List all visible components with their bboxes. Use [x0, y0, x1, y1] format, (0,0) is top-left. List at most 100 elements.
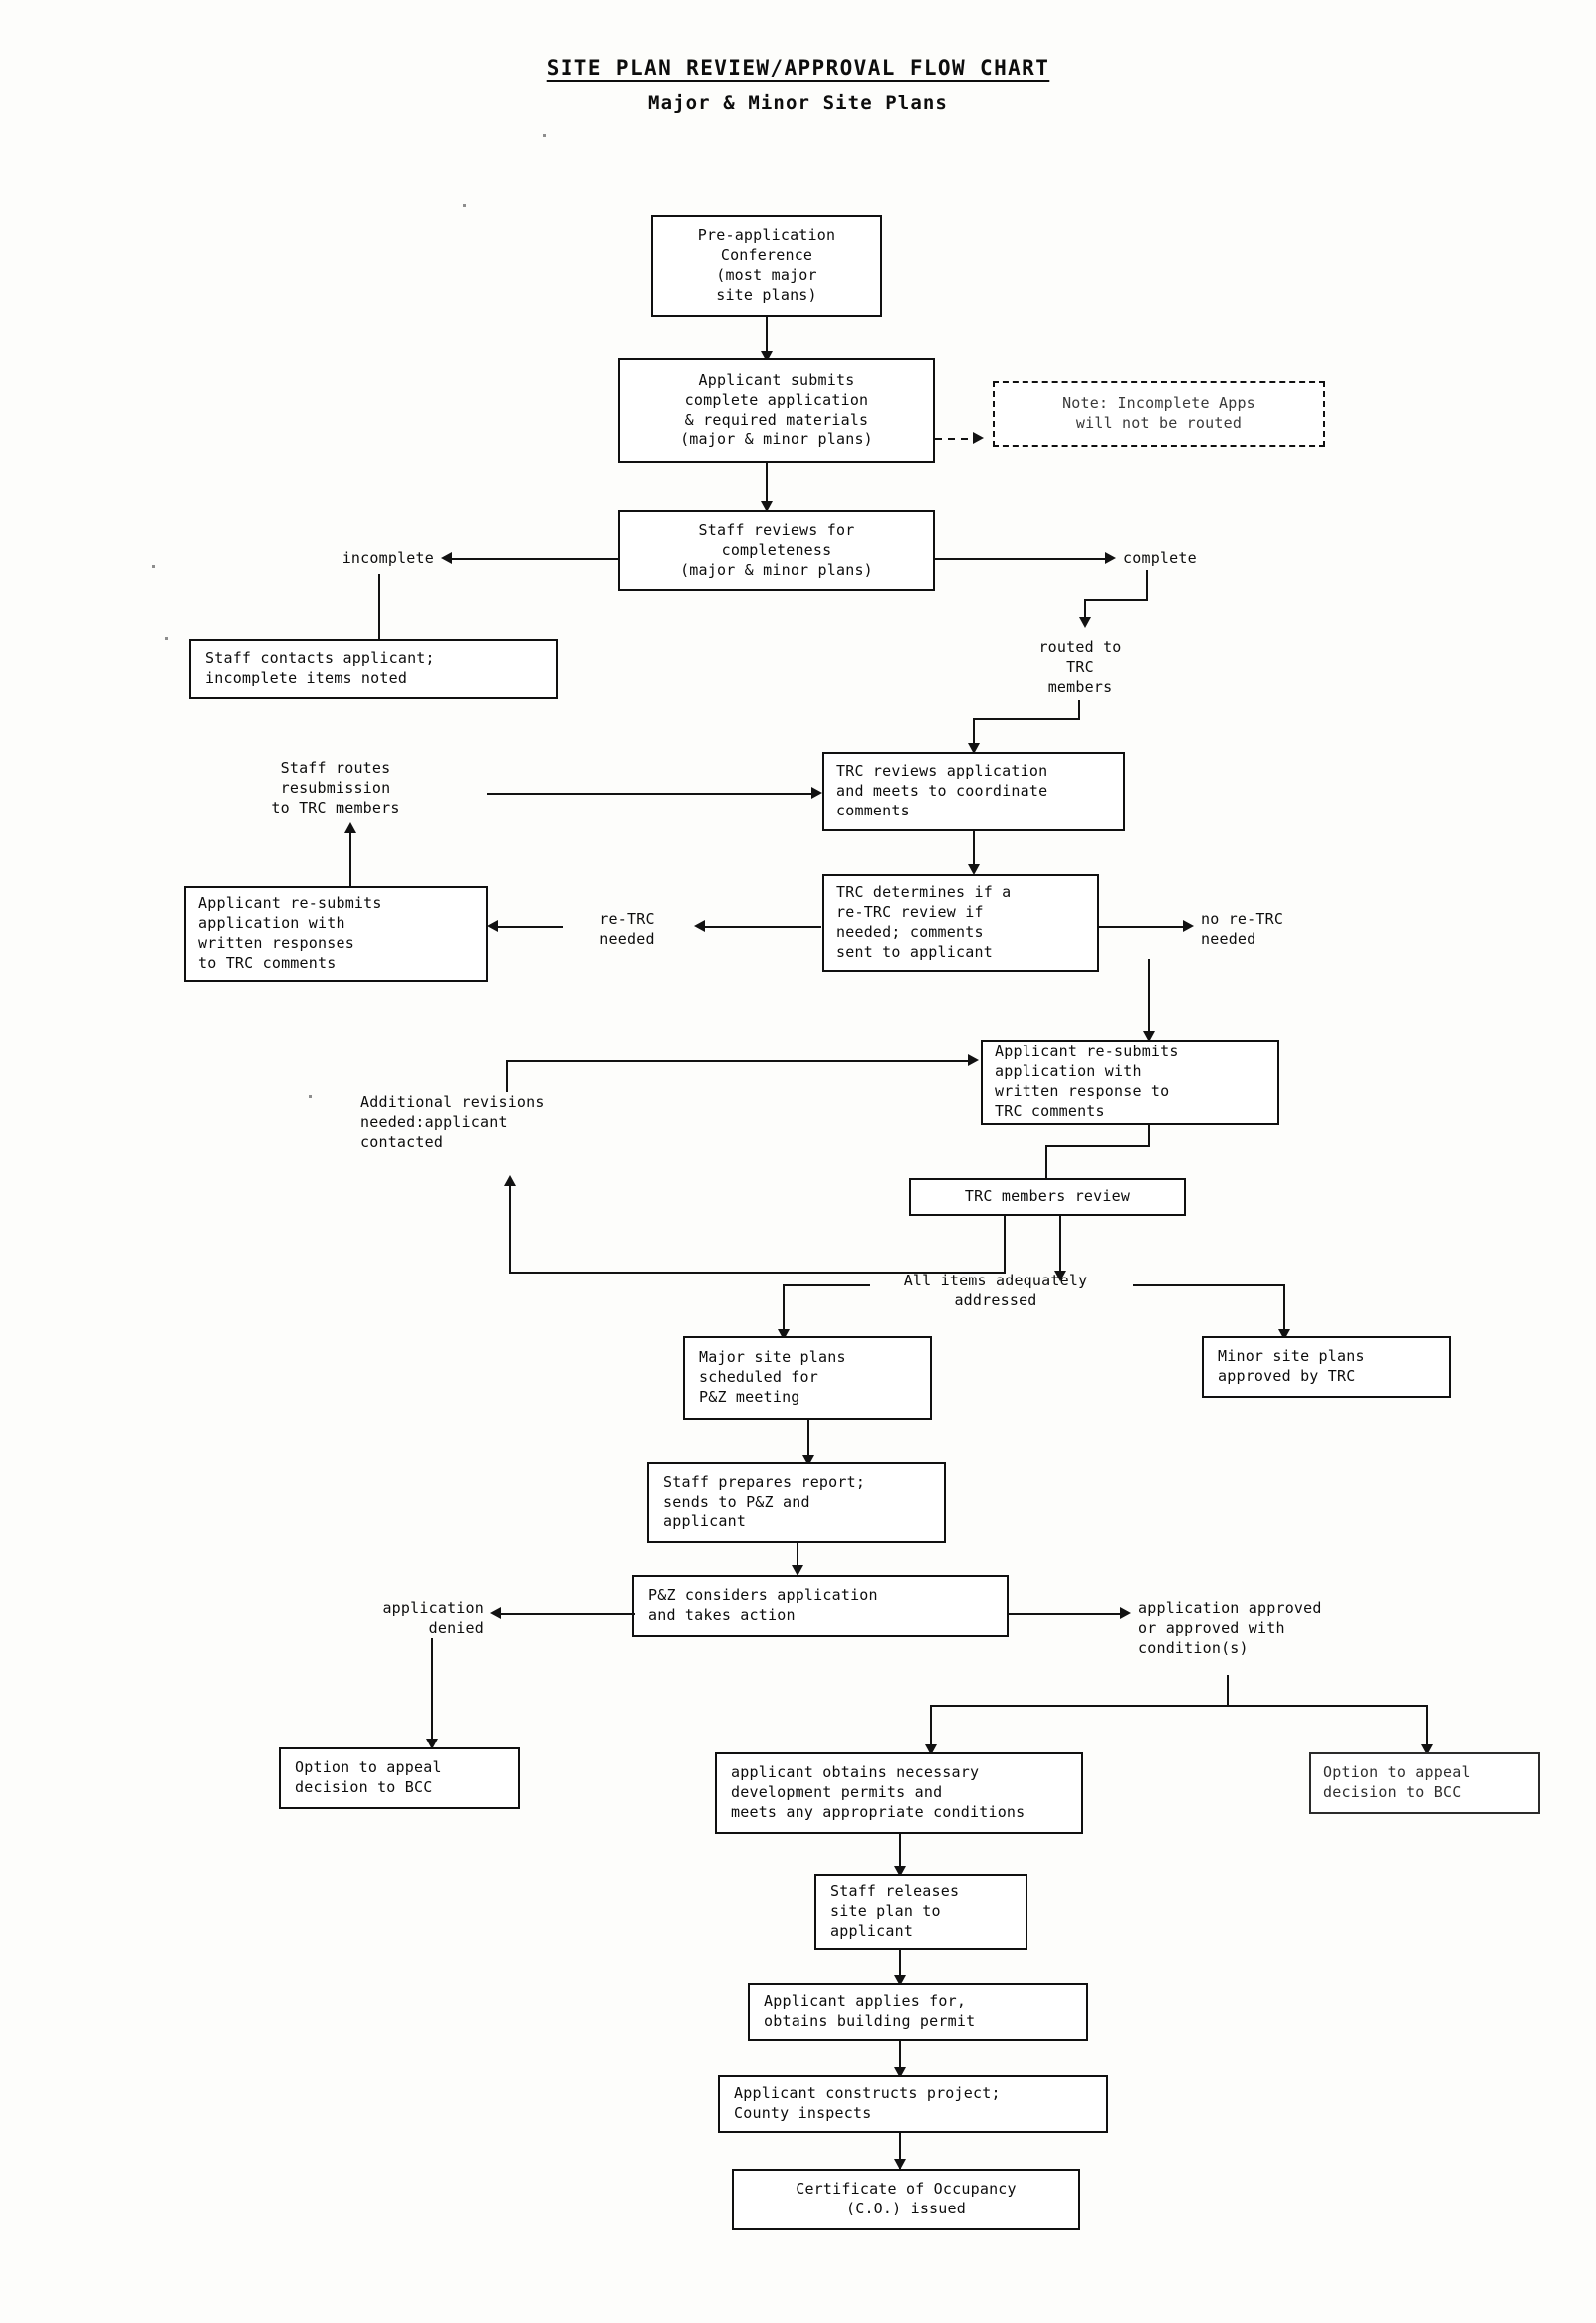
- node-applicant-submits: Applicant submits complete application &…: [618, 358, 935, 463]
- arrowhead-down: [1143, 1031, 1155, 1042]
- arrowhead-down: [792, 1565, 803, 1576]
- arrowhead-down: [894, 1975, 906, 1986]
- arrowhead-down: [1421, 1744, 1433, 1755]
- scan-speck: [309, 1095, 312, 1098]
- arrowhead-up: [344, 822, 356, 833]
- edge-label-additional-revisions: Additional revisions needed:applicant co…: [360, 1093, 545, 1151]
- node-applicant-obtains-permits: applicant obtains necessary development …: [715, 1752, 1083, 1834]
- connector-trc-review-to-all-items: [1059, 1216, 1061, 1278]
- node-trc-members-review: TRC members review: [909, 1178, 1186, 1216]
- connector-additional-rev-to-resubmit: [506, 1060, 974, 1062]
- scan-speck: [165, 637, 168, 640]
- arrowhead-down: [925, 1744, 937, 1755]
- node-certificate-of-occupancy: Certificate of Occupancy (C.O.) issued: [732, 2169, 1080, 2230]
- arrowhead-down: [426, 1739, 438, 1749]
- connector-trc-review-loop-up: [509, 1181, 511, 1273]
- connector-permits-to-staff-releases: [899, 1834, 901, 1874]
- scan-speck: [463, 204, 466, 207]
- connector-permit-to-constructs: [899, 2041, 901, 2075]
- connector-staff-review-to-incomplete: [450, 558, 619, 560]
- scan-speck: [543, 134, 546, 137]
- arrowhead-left: [694, 920, 705, 932]
- edge-label-incomplete: incomplete: [342, 549, 434, 567]
- connector-resubmit-to-staff-routes: [349, 828, 351, 886]
- arrowhead-down: [802, 1455, 814, 1466]
- connector-to-major-site-plans: [783, 1284, 785, 1336]
- connector-staff-review-to-complete: [935, 558, 1110, 560]
- node-pz-considers-application: P&Z considers application and takes acti…: [632, 1575, 1009, 1637]
- connector-into-trc-reviews: [973, 718, 975, 752]
- connector-incomplete-down: [378, 574, 380, 659]
- connector-resubmit-elbow: [1045, 1145, 1150, 1147]
- connector-denied-down: [431, 1638, 433, 1745]
- connector-major-to-staff-report: [807, 1420, 809, 1462]
- connector-complete-elbow: [1084, 599, 1148, 601]
- arrowhead-right: [811, 787, 822, 799]
- page-title: SITE PLAN REVIEW/APPROVAL FLOW CHART: [546, 56, 1050, 80]
- arrowhead-down: [968, 743, 980, 754]
- node-option-to-appeal-right: Option to appeal decision to BCC: [1309, 1752, 1540, 1814]
- node-staff-reviews-completeness: Staff reviews for completeness (major & …: [618, 510, 935, 591]
- node-applicant-resubmits-right: Applicant re-submits application with wr…: [981, 1040, 1279, 1125]
- connector-resubmit-down: [1148, 1125, 1150, 1147]
- arrowhead-down: [894, 2159, 906, 2170]
- arrowhead-right: [973, 432, 984, 444]
- connector-pz-to-approved: [1009, 1613, 1126, 1615]
- connector-submits-to-note: [935, 438, 977, 440]
- connector-staff-routes-to-trc: [487, 793, 815, 795]
- edge-label-routed-to-trc: routed to TRC members: [1038, 638, 1122, 696]
- edge-label-application-denied: application denied: [382, 1599, 484, 1637]
- page-subtitle: Major & Minor Site Plans: [648, 92, 948, 114]
- node-minor-site-plans-approved: Minor site plans approved by TRC: [1202, 1336, 1451, 1398]
- connector-trc-review-loop-down: [1004, 1216, 1006, 1274]
- node-trc-determines-re-review: TRC determines if a re-TRC review if nee…: [822, 874, 1099, 972]
- arrowhead-right: [1120, 1607, 1131, 1619]
- arrowhead-left: [490, 1607, 501, 1619]
- edge-label-re-trc-needed: re-TRC needed: [599, 910, 655, 948]
- connector-staff-report-to-pz: [797, 1543, 798, 1573]
- connector-trc-review-loop-left: [509, 1272, 1006, 1274]
- arrowhead-down: [1079, 617, 1091, 628]
- connector-approved-split-bar: [930, 1705, 1428, 1707]
- connector-additional-rev-stub-top: [506, 1060, 508, 1092]
- connector-routed-down: [1084, 599, 1086, 623]
- arrowhead-down: [761, 351, 773, 362]
- arrowhead-down: [1278, 1329, 1290, 1340]
- node-major-site-plans-scheduled: Major site plans scheduled for P&Z meeti…: [683, 1336, 932, 1420]
- arrowhead-up: [504, 1175, 516, 1186]
- node-trc-reviews-application: TRC reviews application and meets to coo…: [822, 752, 1125, 831]
- arrowhead-down: [894, 1866, 906, 1877]
- connector-staff-releases-to-permit: [899, 1950, 901, 1983]
- connector-routed-stub: [1078, 700, 1080, 720]
- edge-label-complete: complete: [1123, 549, 1197, 567]
- connector-trc-reviews-to-determines: [973, 831, 975, 871]
- arrowhead-right: [1105, 552, 1116, 564]
- node-option-to-appeal-left: Option to appeal decision to BCC: [279, 1747, 520, 1809]
- connector-split-to-permits: [930, 1705, 932, 1752]
- node-note-incomplete-apps: Note: Incomplete Apps will not be routed: [993, 381, 1325, 447]
- arrowhead-down: [894, 2067, 906, 2078]
- connector-no-re-trc-down: [1148, 959, 1150, 1039]
- edge-label-all-items-addressed: All items adequately addressed: [903, 1272, 1088, 1309]
- connector-determines-to-re-trc: [702, 926, 821, 928]
- connector-submits-to-staff-review: [766, 463, 768, 508]
- node-staff-prepares-report: Staff prepares report; sends to P&Z and …: [647, 1462, 946, 1543]
- connector-all-items-split-right: [1133, 1284, 1284, 1286]
- connector-constructs-to-co: [899, 2133, 901, 2169]
- arrowhead-left: [441, 552, 452, 564]
- connector-into-trc-members-review: [1045, 1145, 1047, 1179]
- connector-approved-down: [1227, 1675, 1229, 1707]
- arrowhead-right: [968, 1054, 979, 1066]
- arrowhead-right: [1183, 920, 1194, 932]
- arrowhead-down: [761, 501, 773, 512]
- connector-split-to-appeal-right: [1426, 1705, 1428, 1752]
- edge-label-staff-routes-resubmission: Staff routes resubmission to TRC members: [271, 759, 400, 816]
- node-applicant-resubmits-left: Applicant re-submits application with wr…: [184, 886, 488, 982]
- connector-pz-to-denied: [498, 1613, 635, 1615]
- node-staff-contacts-applicant: Staff contacts applicant; incomplete ite…: [189, 639, 558, 699]
- arrowhead-left: [487, 920, 498, 932]
- connector-routed-elbow: [973, 718, 1080, 720]
- connector-to-minor-site-plans: [1283, 1284, 1285, 1336]
- node-staff-releases-site-plan: Staff releases site plan to applicant: [814, 1874, 1027, 1950]
